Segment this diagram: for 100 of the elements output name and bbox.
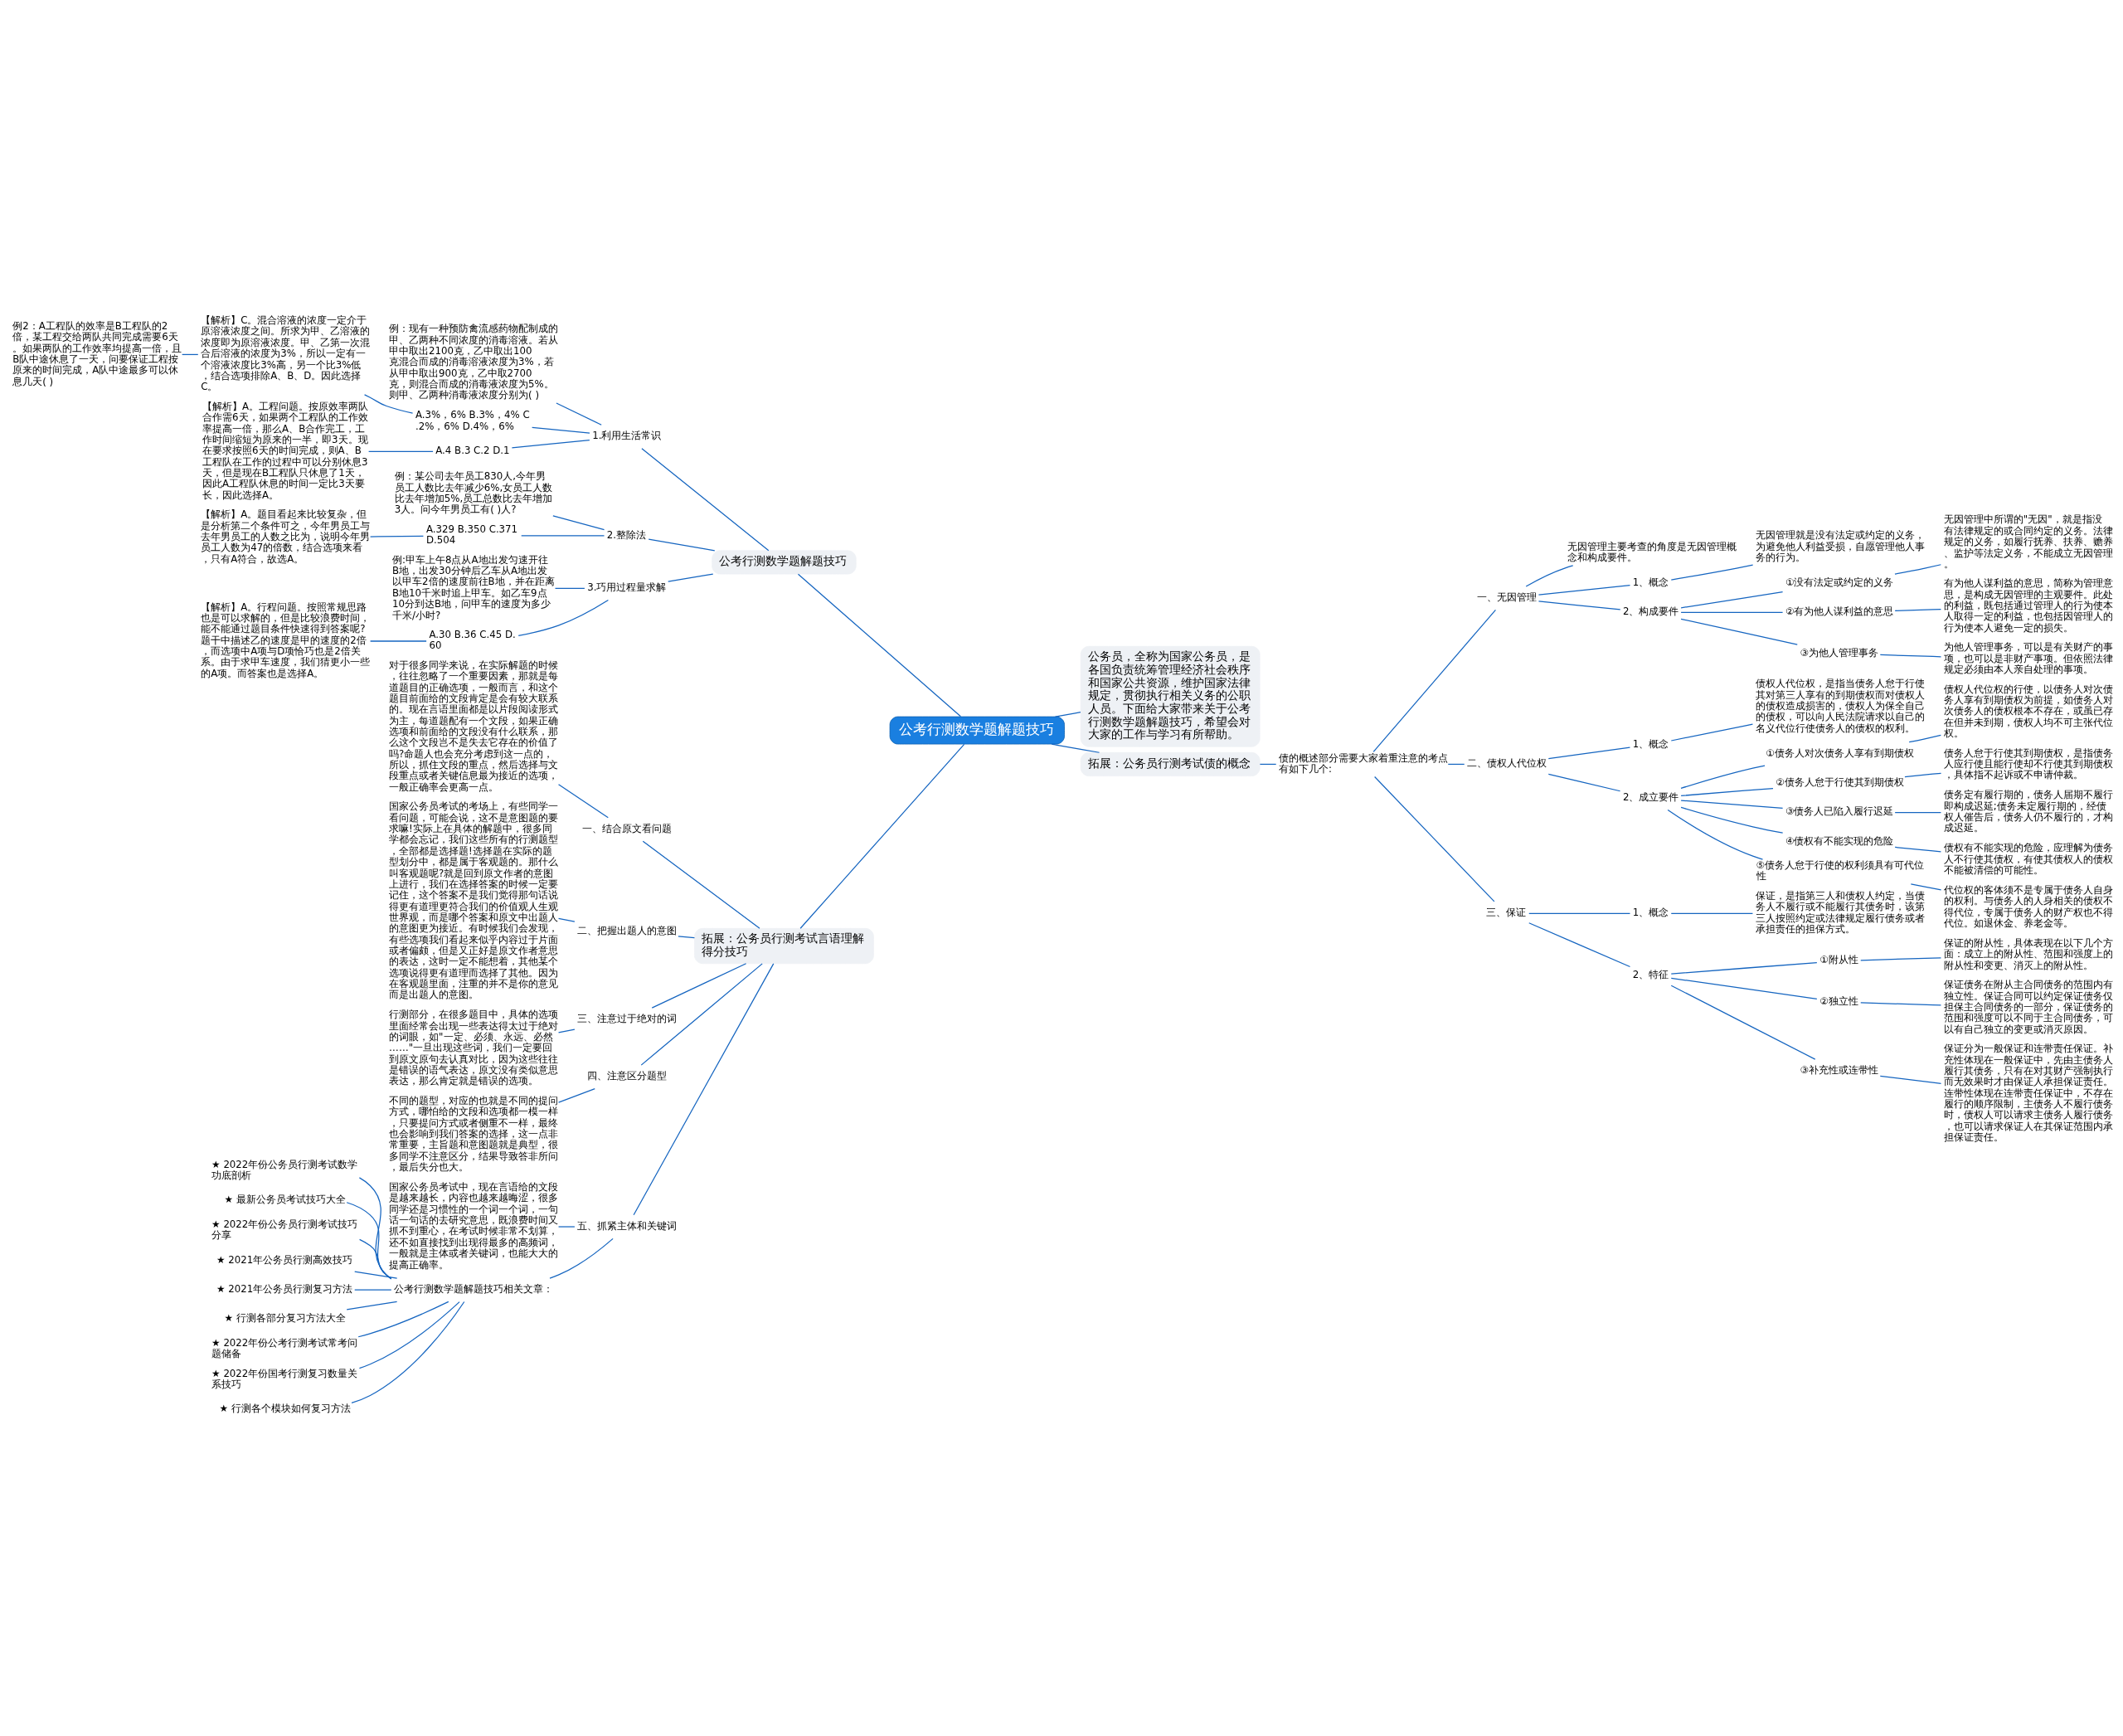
node-text: 二、把握出题人的意图 xyxy=(577,925,678,937)
node-text: A.4 B.3 C.2 D.1 xyxy=(435,445,510,457)
connector xyxy=(351,1301,465,1403)
node-text: A.329 B.350 C.371 D.504 xyxy=(425,523,518,547)
node-text: 代位权的客体须不是专属于债务人自身的权利。与债务人的人身相关的债权不得代位，专属于债务人的财产权也不得代位。如退休金、养老金等。 xyxy=(1943,883,2113,929)
connector xyxy=(1680,806,1784,834)
node-text: 国家公务员考试的考场上，有些同学一看问题，可能会说，这不是意图题的要求嘛!实际上在具体的解题中，很多同学都会忘记，我们这些所有的行测题型，全部都是选择题!选择题在实际的题型划分中，都是属于客观题的。那什么叫客观题呢?就是回到原文作者的意图上进行，我们在选择答案的时候一定要记住，这个答案不是我们觉得那句话说得更有道理更符合我们的价值观人生观世界观，而是哪个答案和原文中出题人的意图更为接近。有时候我们会发现，有些选项我们看起来似乎内容过于片面或者偏颇，但是又正好是原文作者意思的表达，这时一定不能想着，其他某个选项说得更有道理而选择了其他。因为在客观题里面，注重的并不是你的意见而是出题人的意图。 xyxy=(389,800,559,1001)
connector xyxy=(557,1226,576,1228)
node-text: ②债务人怠于行使其到期债权 xyxy=(1776,776,1904,788)
connector xyxy=(1680,591,1784,609)
node-text: A.30 B.36 C.45 D.60 xyxy=(429,629,516,652)
connector xyxy=(1680,611,1784,614)
connector xyxy=(557,1028,576,1033)
connector xyxy=(1860,1002,1942,1006)
connector xyxy=(346,1301,398,1311)
node-text: 【解析】C。混合溶液的浓度一定介于原溶液浓度之间。所求为甲、乙溶液的浓度即为原溶液浓度。甲、乙第一次混合后溶液的浓度为3%，所以一定有一个溶液浓度比3%高，另一个比3%低，结合选项排除A、B、D。因此选择C。 xyxy=(201,314,371,393)
connector xyxy=(346,1202,392,1280)
node-text: ★ 行测各部分复习方法大全 xyxy=(224,1312,346,1325)
connector xyxy=(1051,743,1100,753)
node-box: 拓展：公务员行测考试债的概念 xyxy=(1080,751,1261,776)
connector xyxy=(640,963,763,1066)
node-text: 债权人代位权，是指当债务人怠于行使其对第三人享有的到期债权而对债权人的债权造成损害的，债权人为保全自己的债权，可以向人民法院请求以自己的名义代位行使债务人的债权的权利。 xyxy=(1755,678,1925,734)
node-text: 债权有不能实现的危险，应理解为债务人不行使其债权，有使其债权人的债权不能被清偿的可能性。 xyxy=(1943,842,2113,876)
node-text: 2.整除法 xyxy=(606,528,647,541)
connector xyxy=(668,573,714,582)
node-box: 公考行测数学题解题技巧 xyxy=(889,716,1065,745)
connector xyxy=(358,1238,392,1279)
node-text: ①债务人对次债务人享有到期债权 xyxy=(1766,746,1914,759)
node-text: 保证债务在附从主合同债务的范围内有独立性。保证合同可以约定保证债务仅担保主合同债务的一部分，保证债务的范围和强度可以不同于主合同债务，可以有自己独立的变更或消灭原因。 xyxy=(1943,979,2113,1035)
node-text: 保证的附从性，具体表现在以下几个方面：成立上的附从性、范围和强度上的附从性和变更、消灭上的附从性。 xyxy=(1943,936,2113,971)
node-text: ①没有法定或约定的义务 xyxy=(1785,576,1894,588)
node-text: ②有为他人谋利益的意思 xyxy=(1785,605,1894,618)
connector xyxy=(641,448,770,552)
connector xyxy=(1670,723,1754,742)
node-text: ★ 行测各个模块如何复习方法 xyxy=(219,1403,351,1415)
node-text: ★ 2021年公务员行测复习方法 xyxy=(216,1282,353,1295)
node-text: 1、概念 xyxy=(1632,907,1669,919)
node-text: 例:甲车上午8点从A地出发匀速开往B地，出发30分钟后乙车从A地出发以甲车2倍的速度前往B地，并在距离B地10千米时追上甲车。如乙车9点10分到达B地，问甲车的速度为多少千米/小时? xyxy=(392,553,555,621)
connector xyxy=(557,1087,595,1103)
node-text: 例：某公司去年员工830人,今年男员工人数比去年减少6%,女员工人数比去年增加5%,员工总数比去年增加3人。问今年男员工有( )人? xyxy=(394,470,553,516)
connector xyxy=(797,573,962,717)
connector xyxy=(1894,564,1941,575)
connector xyxy=(648,538,716,552)
connector xyxy=(557,917,576,922)
node-text: 无因管理就是没有法定或约定的义务，为避免他人利益受损，自愿管理他人事务的行为。 xyxy=(1755,529,1925,564)
node-text: 三、保证 xyxy=(1486,907,1527,919)
node-text: ★ 2022年份公考行测考试常考问题储备 xyxy=(211,1336,358,1360)
node-text: ⑤债务人怠于行使的权利须具有可代位性 xyxy=(1756,859,1925,883)
connector xyxy=(369,535,425,537)
node-text: 【解析】A。题目看起来比较复杂，但是分析第二个条件可之，今年男员工与去年男员工的人数之比为，说明今年男员工人数为47的倍数，结合选项来看，只有A符合，故选A。 xyxy=(201,508,371,565)
connector xyxy=(1259,763,1277,766)
connector xyxy=(532,426,590,434)
connector xyxy=(1670,912,1754,914)
node-text: 债的概述部分需要大家着重注意的考点有如下几个: xyxy=(1278,751,1448,775)
node-text: 二、债权人代位权 xyxy=(1466,757,1547,770)
connector xyxy=(1538,601,1621,610)
node-text: 一、无因管理 xyxy=(1476,591,1537,603)
node-text: 【解析】A。工程问题。按原效率两队合作需6天，如果两个工程队的工作效率提高一倍，那么A、B合作完工，工作时间缩短为原来的一半，即3天。现在要求按照6天的时间完成，则A、B工程队在工作的过程中可以分别休息3天，但是现在B工程队只休息了1天，因此A工程队休息的时间一定比3天要长，因此选择A。 xyxy=(202,400,369,501)
connector xyxy=(1670,961,1818,975)
node-text: 无因管理中所谓的"无因"，就是指没有法律规定的或合同约定的义务。法律规定的义务，如履行抚养、扶养、赡养、监护等法定义务，不能成立无因管理。 xyxy=(1943,513,2113,570)
connector xyxy=(1372,609,1497,752)
connector xyxy=(1860,957,1942,961)
connector xyxy=(354,1289,392,1291)
connector xyxy=(1894,811,1942,814)
connector xyxy=(369,640,427,642)
node-text: 五、抓紧主体和关键词 xyxy=(577,1219,678,1232)
connector xyxy=(633,963,775,1216)
node-text: 债权人代位权的行使，以债务人对次债务人享有到期债权为前提，如债务人对次债务人的债权根本不存在，或虽已存在但并未到期，债权人均不可主张代位权。 xyxy=(1943,683,2113,740)
node-box: 公考行测数学题解题技巧 xyxy=(712,550,857,575)
node-text: 对于很多同学来说，在实际解题的时候，往往忽略了一个重要因素，那就是每道题目的正确选项，一般而言，和这个题目前面给的文段肯定是会有较大联系的。现在言语里面都是以片段阅读形式为主，每道题配有一个文段，如果正确选项和前面给的文段没有什么联系，那么这个文段岂不是失去它存在的价值了吗?命题人也会充分考虑到这一点的，所以，抓住文段的重点，然后选择与文段重点或者关键信息最为接近的选项，一般正确率会更高一点。 xyxy=(389,659,559,793)
node-text: 公考行测数学题解题技巧相关文章： xyxy=(394,1282,554,1295)
node-text: 2、成立要件 xyxy=(1622,791,1679,804)
node-text: 例2：A工程队的效率是B工程队的2倍，某工程交给两队共同完成需要6天。如果两队的工作效率均提高一倍，且B队中途休息了一天，问要保证工程按原来的时间完成，A队中途最多可以休息几天( ) xyxy=(12,319,182,387)
connector xyxy=(357,1301,449,1338)
connector xyxy=(1667,809,1764,860)
connector xyxy=(554,587,585,589)
connector xyxy=(1908,734,1941,743)
connector xyxy=(1528,922,1631,968)
node-text: 1、概念 xyxy=(1632,737,1669,750)
node-text: 一、结合原文看问题 xyxy=(581,822,672,834)
node-box: 拓展：公务员行测考试言语理解得分技巧 xyxy=(694,927,874,965)
connector xyxy=(1680,765,1766,790)
node-text: ★ 2021年公务员行测高效技巧 xyxy=(216,1253,353,1266)
connector xyxy=(1670,985,1816,1060)
node-text: 三、注意过于绝对的词 xyxy=(577,1013,678,1025)
connector xyxy=(1904,772,1942,778)
connector xyxy=(1894,846,1942,853)
connector xyxy=(1054,712,1081,717)
node-text: 2、构成要件 xyxy=(1622,605,1679,618)
node-text: ④债权有不能实现的危险 xyxy=(1785,834,1894,847)
node-text: 无因管理主要考查的角度是无因管理概念和构成要件。 xyxy=(1567,541,1737,564)
node-text: 例：现有一种预防禽流感药物配制成的甲、乙两种不同浓度的消毒溶液。若从甲中取出2100克，乙中取出100克混合而成的消毒溶液浓度为3%，若从甲中取出900克，乙中取2700克，则混合而成的消毒液浓度为5%。则甲、乙两种消毒液浓度分别为( ) xyxy=(389,323,559,401)
connector xyxy=(1374,776,1495,902)
connector xyxy=(1910,883,1942,891)
node-text: 2、特征 xyxy=(1632,968,1669,980)
connector xyxy=(1547,746,1631,760)
node-text: 3.巧用过程量求解 xyxy=(587,581,667,594)
connector xyxy=(1670,564,1754,581)
connector xyxy=(363,394,414,414)
node-text: 为他人管理事务，可以是有关财产的事项，也可以是非财产事项。但依照法律规定必须由本人亲自处理的事项。 xyxy=(1943,641,2113,676)
